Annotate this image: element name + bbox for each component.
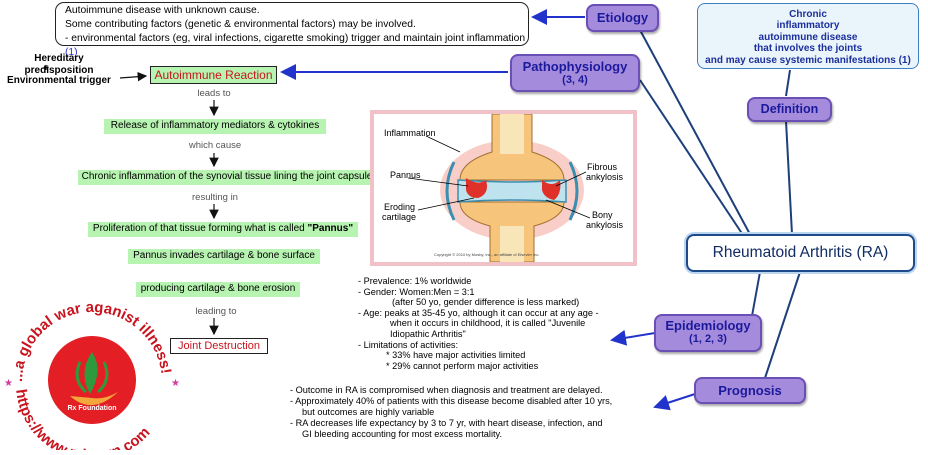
label-bony-ankylosis: ankylosis xyxy=(586,220,624,230)
connector-which-cause: which cause xyxy=(188,140,242,151)
definition-node[interactable]: Definition xyxy=(747,97,832,122)
lower-marrow xyxy=(500,226,524,262)
label-cartilage: cartilage xyxy=(382,212,417,222)
prognosis-line-4: - RA decreases life expectancy by 3 to 7… xyxy=(290,418,603,428)
definition-text: Chronic inflammatory autoimmune disease … xyxy=(697,3,919,69)
autoimmune-reaction-box: Autoimmune Reaction xyxy=(150,66,277,84)
epidemiology-line-5: when it occurs in childhood, it is calle… xyxy=(390,318,586,329)
prognosis-line-3: but outcomes are highly variable xyxy=(302,407,435,417)
prognosis-line-5: GI bleeding accounting for most excess m… xyxy=(302,429,503,439)
label-eroding: Eroding xyxy=(384,202,416,212)
connector-leads-to: leads to xyxy=(197,88,231,99)
epidemiology-line-8: * 33% have major activities limited xyxy=(386,350,526,361)
epidemiology-node[interactable]: Epidemiology (1, 2, 3) xyxy=(654,314,762,352)
prognosis-text: - Outcome in RA is compromised when diag… xyxy=(290,385,612,440)
trigger-arrow xyxy=(119,71,148,82)
label-bony: Bony xyxy=(592,210,613,220)
definition-line-4: that involves the joints xyxy=(753,43,863,55)
capsule-right xyxy=(568,161,579,221)
plus-sign: + xyxy=(43,63,49,74)
logo-graphic: Rx Foundation ...a global war aganist il… xyxy=(4,299,180,455)
pathophysiology-refs: (3, 4) xyxy=(562,74,588,86)
connector-leading-to: leading to xyxy=(195,306,237,317)
definition-line-2: inflammatory xyxy=(776,20,840,32)
prognosis-line-1: - Outcome in RA is compromised when diag… xyxy=(290,385,603,395)
etiology-description: Autoimmune disease with unknown cause. S… xyxy=(55,2,529,58)
step-pannus-invades: Pannus invades cartilage & bone surface xyxy=(128,249,320,264)
etiology-spoke xyxy=(639,29,753,239)
joint-drawing xyxy=(407,114,591,262)
joint-illustration: Inflammation Pannus Eroding cartilage Fi… xyxy=(370,110,637,266)
epidemiology-line-7: - Limitations of activities: xyxy=(358,339,459,350)
star-icon-left: ★ xyxy=(4,378,13,389)
etiology-line-2: Some contributing factors (genetic & env… xyxy=(65,19,416,30)
capsule-left xyxy=(445,161,456,221)
epidemiology-spoke xyxy=(751,271,761,317)
pannus-left xyxy=(466,178,487,198)
rx-foundation-logo: Rx Foundation ...a global war aganist il… xyxy=(0,299,185,455)
epidemiology-line-2: - Gender: Women:Men = 3:1 xyxy=(358,286,475,297)
etiology-line-3: - environmental factors (eg, viral infec… xyxy=(65,33,526,58)
label-fibrous-ankylosis: ankylosis xyxy=(586,172,624,182)
definition-line-1: Chronic xyxy=(789,9,827,20)
epidemiology-line-1: - Prevalence: 1% worldwide xyxy=(358,276,472,286)
step-proliferation-text: Proliferation of that tissue forming wha… xyxy=(92,223,308,234)
step-erosion: producing cartilage & bone erosion xyxy=(136,282,300,297)
epidemiology-line-4: - Age: peaks at 35-45 yo, although it ca… xyxy=(358,307,599,318)
logo-hand xyxy=(70,392,118,406)
epidemiology-line-9: * 29% cannot perform major activities xyxy=(386,360,539,371)
pathophysiology-node[interactable]: Pathophysiology (3, 4) xyxy=(510,54,640,92)
label-pannus: Pannus xyxy=(390,170,421,180)
definition-line-3: autoimmune disease xyxy=(758,31,858,43)
hereditary-label: Hereditary predisposition xyxy=(24,53,94,76)
definition-spoke xyxy=(785,120,793,235)
epidemiology-arrow xyxy=(610,329,656,346)
epidemiology-refs: (1, 2, 3) xyxy=(689,333,727,345)
prognosis-line-2: - Approximately 40% of patients with thi… xyxy=(290,396,613,406)
pannus-term: "Pannus" xyxy=(307,223,354,234)
etiology-line-1: Autoimmune disease with unknown cause. xyxy=(65,5,260,16)
environmental-label: Environmental trigger xyxy=(7,75,111,86)
pathophysiology-spoke xyxy=(639,79,746,239)
prognosis-arrow xyxy=(653,393,696,411)
illustration-copyright: Copyright © 2010 by Mosby, Inc., an affi… xyxy=(434,252,540,257)
prognosis-spoke xyxy=(764,271,801,379)
label-fibrous: Fibrous xyxy=(587,162,618,172)
joint-destruction-box: Joint Destruction xyxy=(170,338,268,354)
pathophysiology-label: Pathophysiology xyxy=(522,59,628,74)
logo-foundation: Rx Foundation xyxy=(68,405,117,412)
epidemiology-line-6: Idiopathic Arthritis" xyxy=(390,328,466,339)
prognosis-node[interactable]: Prognosis xyxy=(694,377,806,404)
step-proliferation: Proliferation of that tissue forming wha… xyxy=(88,222,358,237)
definition-line-5: and may cause systemic manifestations (1… xyxy=(705,54,911,66)
pannus-right xyxy=(542,180,561,200)
epidemiology-text: - Prevalence: 1% worldwide - Gender: Wom… xyxy=(358,276,599,371)
step-chronic-inflammation: Chronic inflammation of the synovial tis… xyxy=(78,170,376,185)
star-icon-right: ★ xyxy=(171,378,180,389)
label-inflammation: Inflammation xyxy=(384,128,436,138)
connector-resulting-in: resulting in xyxy=(192,192,238,203)
upper-marrow xyxy=(500,114,524,154)
logo-leaf xyxy=(84,352,98,394)
central-topic[interactable]: Rheumatoid Arthritis (RA) xyxy=(686,234,915,272)
step-release-mediators: Release of inflammatory mediators & cyto… xyxy=(104,119,326,134)
definition-link xyxy=(785,69,791,97)
epidemiology-line-3: (after 50 yo, gender difference is less … xyxy=(392,297,580,308)
etiology-node[interactable]: Etiology xyxy=(586,4,659,32)
epidemiology-label: Epidemiology xyxy=(665,318,751,333)
